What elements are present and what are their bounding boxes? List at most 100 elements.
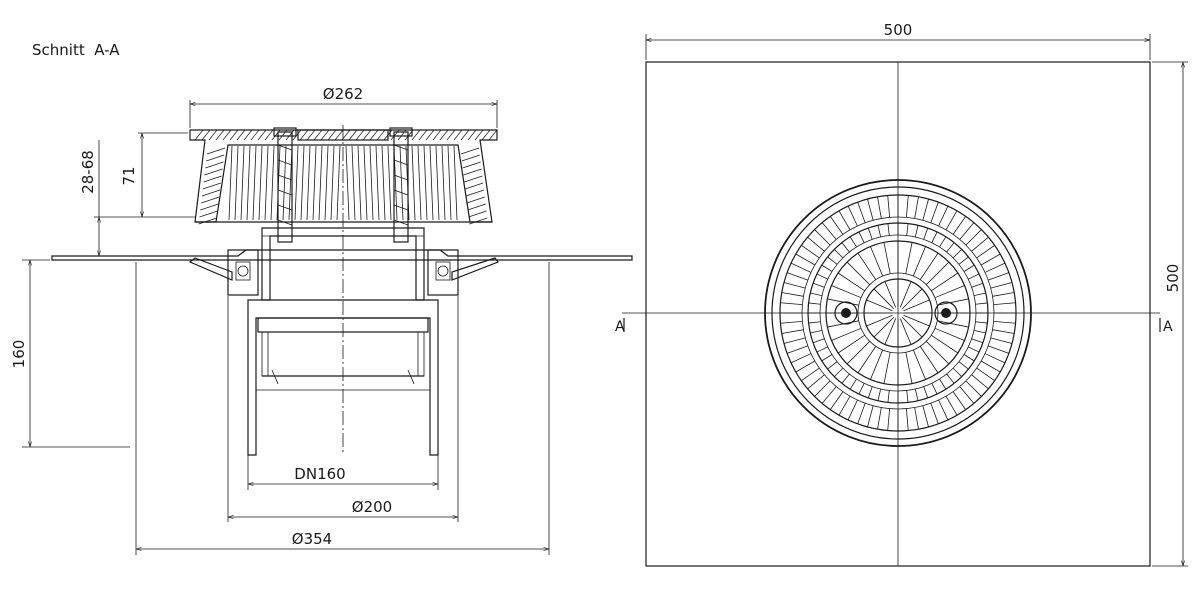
grate-spoke [901, 316, 923, 338]
cap-hatch-line [313, 129, 323, 141]
grate-slot [790, 262, 812, 273]
grate-spoke [866, 299, 893, 312]
cap-hatch-line [334, 129, 344, 141]
grate-slot [937, 320, 969, 328]
cap-hatch-line [285, 129, 295, 141]
section-marker-right-label: A [1163, 319, 1173, 335]
cap-hatch-line [327, 129, 337, 141]
grate-slot [975, 302, 988, 305]
cap-hatch-line [257, 129, 267, 141]
grate-slot [795, 253, 816, 266]
grate-slot [887, 408, 891, 431]
grate-slot [781, 292, 804, 297]
grate-slot [877, 225, 882, 238]
grate-slots [780, 195, 1016, 431]
dim-flange: Ø354 [135, 262, 550, 555]
cap-hatch-line [411, 129, 421, 141]
grate-slot [780, 320, 803, 324]
grate-slot [829, 216, 844, 235]
cap-hatch-line [299, 129, 309, 141]
grate-slot [883, 352, 891, 384]
grate-slot [945, 395, 958, 416]
cap-fin [252, 145, 257, 221]
cap-hatch-line [418, 129, 428, 141]
grate-slot [816, 346, 828, 353]
grate-slot [887, 195, 891, 218]
grate-slot [838, 395, 851, 416]
grate-slot [990, 282, 1013, 289]
cap-hatch-line [222, 129, 232, 141]
cap-hatch-line [200, 203, 219, 211]
grate-slot [946, 242, 955, 253]
cap-hatch-line [292, 129, 302, 141]
dim-range-label: 28-68 [79, 150, 97, 194]
dim-top-diameter: Ø262 [189, 85, 498, 128]
grate-slot [810, 329, 823, 334]
grate-slot [847, 205, 858, 227]
dim-height-label: 71 [120, 166, 138, 185]
cap-fin [351, 145, 356, 221]
grate-slot [801, 244, 820, 259]
flange [51, 249, 633, 281]
cap-top-hatch [194, 129, 498, 225]
grate-slot [931, 334, 959, 354]
section-marker-left-label: A [615, 319, 625, 335]
cap-fin [336, 145, 341, 221]
cap-hatch-line [464, 175, 483, 183]
grate-slot [786, 272, 808, 281]
grate-slot [923, 386, 929, 399]
cap-hatch-line [488, 129, 498, 141]
grate-slot [968, 273, 980, 280]
cap-hatch-line [201, 129, 211, 141]
cap-fin [318, 145, 323, 221]
grate-slot [934, 327, 965, 341]
grate-spoke [873, 288, 895, 310]
cap-hatch-line [462, 161, 481, 169]
cap-fin [447, 145, 452, 221]
grate-slot [976, 367, 995, 382]
cap-hatch-line [465, 189, 485, 197]
cap-fin [234, 145, 239, 221]
grate-slot [968, 346, 980, 353]
grate-slot [959, 222, 975, 240]
grate-slot [975, 321, 988, 324]
grate-slot [938, 205, 949, 227]
grate-slot [931, 272, 959, 292]
grate-slot [846, 261, 870, 285]
cap-hatch-line [465, 182, 484, 190]
cap-hatch-line [453, 129, 463, 141]
dim-nominal: DN160 [247, 455, 439, 490]
cap-hatch-line [461, 154, 480, 162]
cap-hatch-line [215, 129, 225, 141]
cap-hatch-line [369, 129, 379, 141]
dim-plan-height: 500 [1152, 61, 1188, 567]
grate-slot [847, 399, 858, 421]
grate-slot [992, 329, 1015, 334]
cap-hatch-line [204, 168, 223, 176]
cap-fin [357, 145, 362, 221]
bolt-left [273, 127, 297, 243]
grate-slot [988, 345, 1010, 354]
grate-slot [939, 236, 947, 248]
grate-spoke [903, 299, 930, 312]
grate-slot [883, 242, 891, 274]
grate-slot [988, 272, 1010, 281]
grate-slot [971, 374, 989, 390]
dim-outer-pipe: Ø200 [227, 296, 459, 522]
cap-hatch-line [206, 154, 225, 162]
grate-slot [867, 405, 874, 428]
grate-slot [905, 195, 909, 218]
grate-slot [914, 388, 919, 401]
cap-hatch-line [194, 129, 204, 141]
cap-fin [240, 145, 245, 221]
grate-slot [807, 374, 825, 390]
grate-slot [807, 236, 825, 252]
grate-slot [867, 386, 873, 399]
cap-hatch-line [229, 129, 239, 141]
grate-slot [984, 353, 1006, 364]
grate-slot [980, 253, 1001, 266]
cap-fin [381, 145, 386, 221]
cap-hatch-line [206, 147, 226, 155]
cap-hatch-line [463, 168, 482, 176]
